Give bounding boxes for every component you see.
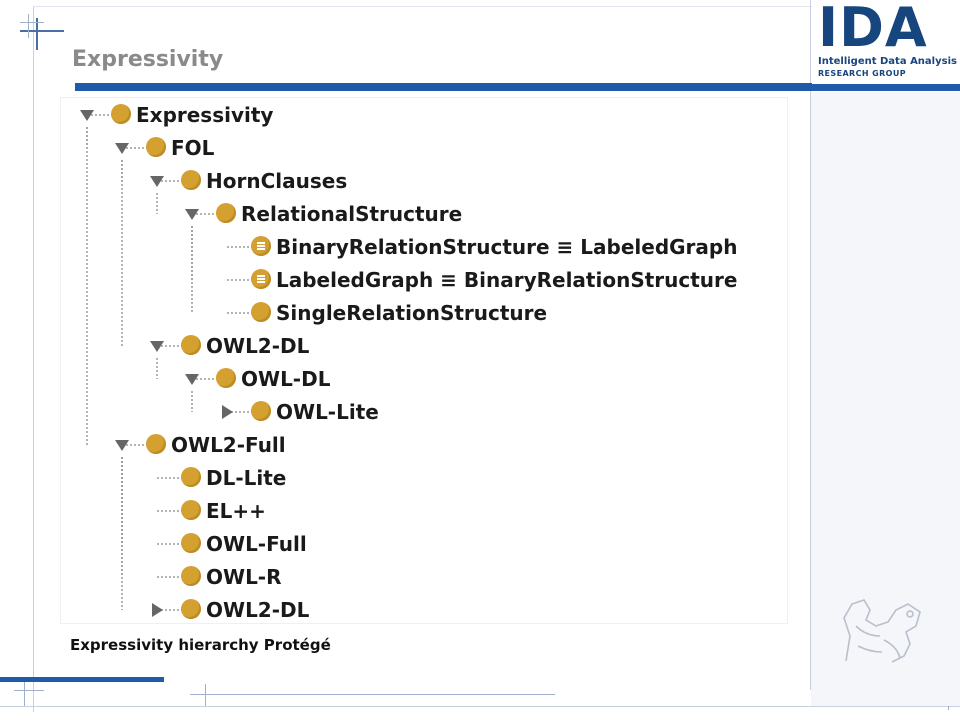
bottom-cross-h: [14, 690, 44, 691]
tree-node-label: LabeledGraph ≡ BinaryRelationStructure: [276, 268, 738, 292]
right-side-panel: [811, 92, 960, 706]
expand-triangle-icon[interactable]: [185, 209, 199, 220]
class-icon: [146, 137, 166, 157]
tree-node[interactable]: FOL: [61, 133, 781, 163]
tree-node[interactable]: DL-Lite: [61, 463, 781, 493]
tree-node[interactable]: HornClauses: [61, 166, 781, 196]
tree-node[interactable]: RelationalStructure: [61, 199, 781, 229]
collapse-triangle-icon[interactable]: [152, 603, 163, 617]
equivalent-class-icon: [251, 236, 271, 256]
bottom-thin-line: [190, 694, 555, 695]
expand-triangle-icon[interactable]: [115, 143, 129, 154]
tree-node[interactable]: EL++: [61, 496, 781, 526]
tree-node-label: BinaryRelationStructure ≡ LabeledGraph: [276, 235, 738, 259]
tree-node-label: OWL2-DL: [206, 598, 310, 622]
expand-triangle-icon[interactable]: [115, 440, 129, 451]
tree-node-label: OWL2-DL: [206, 334, 310, 358]
corner-thin-h: [20, 22, 44, 23]
tree-node-label: FOL: [171, 136, 215, 160]
tree-node-label: EL++: [206, 499, 266, 523]
tree-node-label: Expressivity: [136, 103, 274, 127]
slide-title: Expressivity: [72, 47, 224, 72]
class-icon: [181, 467, 201, 487]
frame-line-left: [33, 6, 34, 712]
logo-letters: IDA: [818, 0, 928, 59]
class-icon: [181, 533, 201, 553]
logo-subtitle: Intelligent Data Analysis: [818, 56, 957, 67]
frame-line-top: [33, 6, 813, 7]
tree-node-label: DL-Lite: [206, 466, 287, 490]
tree-node[interactable]: Expressivity: [61, 100, 781, 130]
tree-node[interactable]: OWL2-DL: [61, 595, 781, 625]
collapse-triangle-icon[interactable]: [222, 405, 233, 419]
tree-node[interactable]: OWL-DL: [61, 364, 781, 394]
bottom-tick: [205, 684, 206, 706]
corner-thin-v: [28, 14, 29, 38]
tree-node-label: HornClauses: [206, 169, 348, 193]
expand-triangle-icon[interactable]: [150, 341, 164, 352]
czech-lion-emblem-icon: [843, 599, 921, 663]
tree-node-label: OWL2-Full: [171, 433, 286, 457]
class-icon: [181, 170, 201, 190]
tree-node[interactable]: BinaryRelationStructure ≡ LabeledGraph: [61, 232, 781, 262]
logo-research-group: RESEARCH GROUP: [818, 69, 907, 78]
corner-cross-h: [20, 30, 64, 32]
class-icon: [216, 203, 236, 223]
class-icon: [181, 566, 201, 586]
bottom-cross-v: [24, 680, 25, 706]
class-icon: [146, 434, 166, 454]
frame-line-bottom: [0, 706, 960, 707]
tree-node[interactable]: OWL-Full: [61, 529, 781, 559]
class-icon: [111, 104, 131, 124]
class-icon: [181, 335, 201, 355]
tree-node-label: OWL-Lite: [276, 400, 379, 424]
tree-node-label: OWL-DL: [241, 367, 331, 391]
class-icon: [251, 401, 271, 421]
class-icon: [216, 368, 236, 388]
expand-triangle-icon[interactable]: [80, 110, 94, 121]
class-icon: [251, 302, 271, 322]
tree-node[interactable]: OWL2-Full: [61, 430, 781, 460]
tree-node-label: OWL-R: [206, 565, 282, 589]
tree-node[interactable]: OWL2-DL: [61, 331, 781, 361]
figure-caption: Expressivity hierarchy Protégé: [70, 636, 331, 654]
expand-triangle-icon[interactable]: [150, 176, 164, 187]
tree-node[interactable]: OWL-R: [61, 562, 781, 592]
tree-node-label: RelationalStructure: [241, 202, 463, 226]
class-icon: [181, 500, 201, 520]
tree-node-label: OWL-Full: [206, 532, 307, 556]
class-icon: [181, 599, 201, 619]
tree-node[interactable]: LabeledGraph ≡ BinaryRelationStructure: [61, 265, 781, 295]
equivalent-class-icon: [251, 269, 271, 289]
footer-accent-bar: [0, 677, 164, 682]
title-accent-bar: [75, 83, 960, 91]
tree-node-label: SingleRelationStructure: [276, 301, 548, 325]
frame-line-right: [810, 0, 811, 690]
corner-cross-v: [36, 18, 38, 50]
tree-node[interactable]: OWL-Lite: [61, 397, 781, 427]
expand-triangle-icon[interactable]: [185, 374, 199, 385]
tree-node[interactable]: SingleRelationStructure: [61, 298, 781, 328]
ida-logo: IDA Intelligent Data Analysis RESEARCH G…: [812, 0, 960, 84]
